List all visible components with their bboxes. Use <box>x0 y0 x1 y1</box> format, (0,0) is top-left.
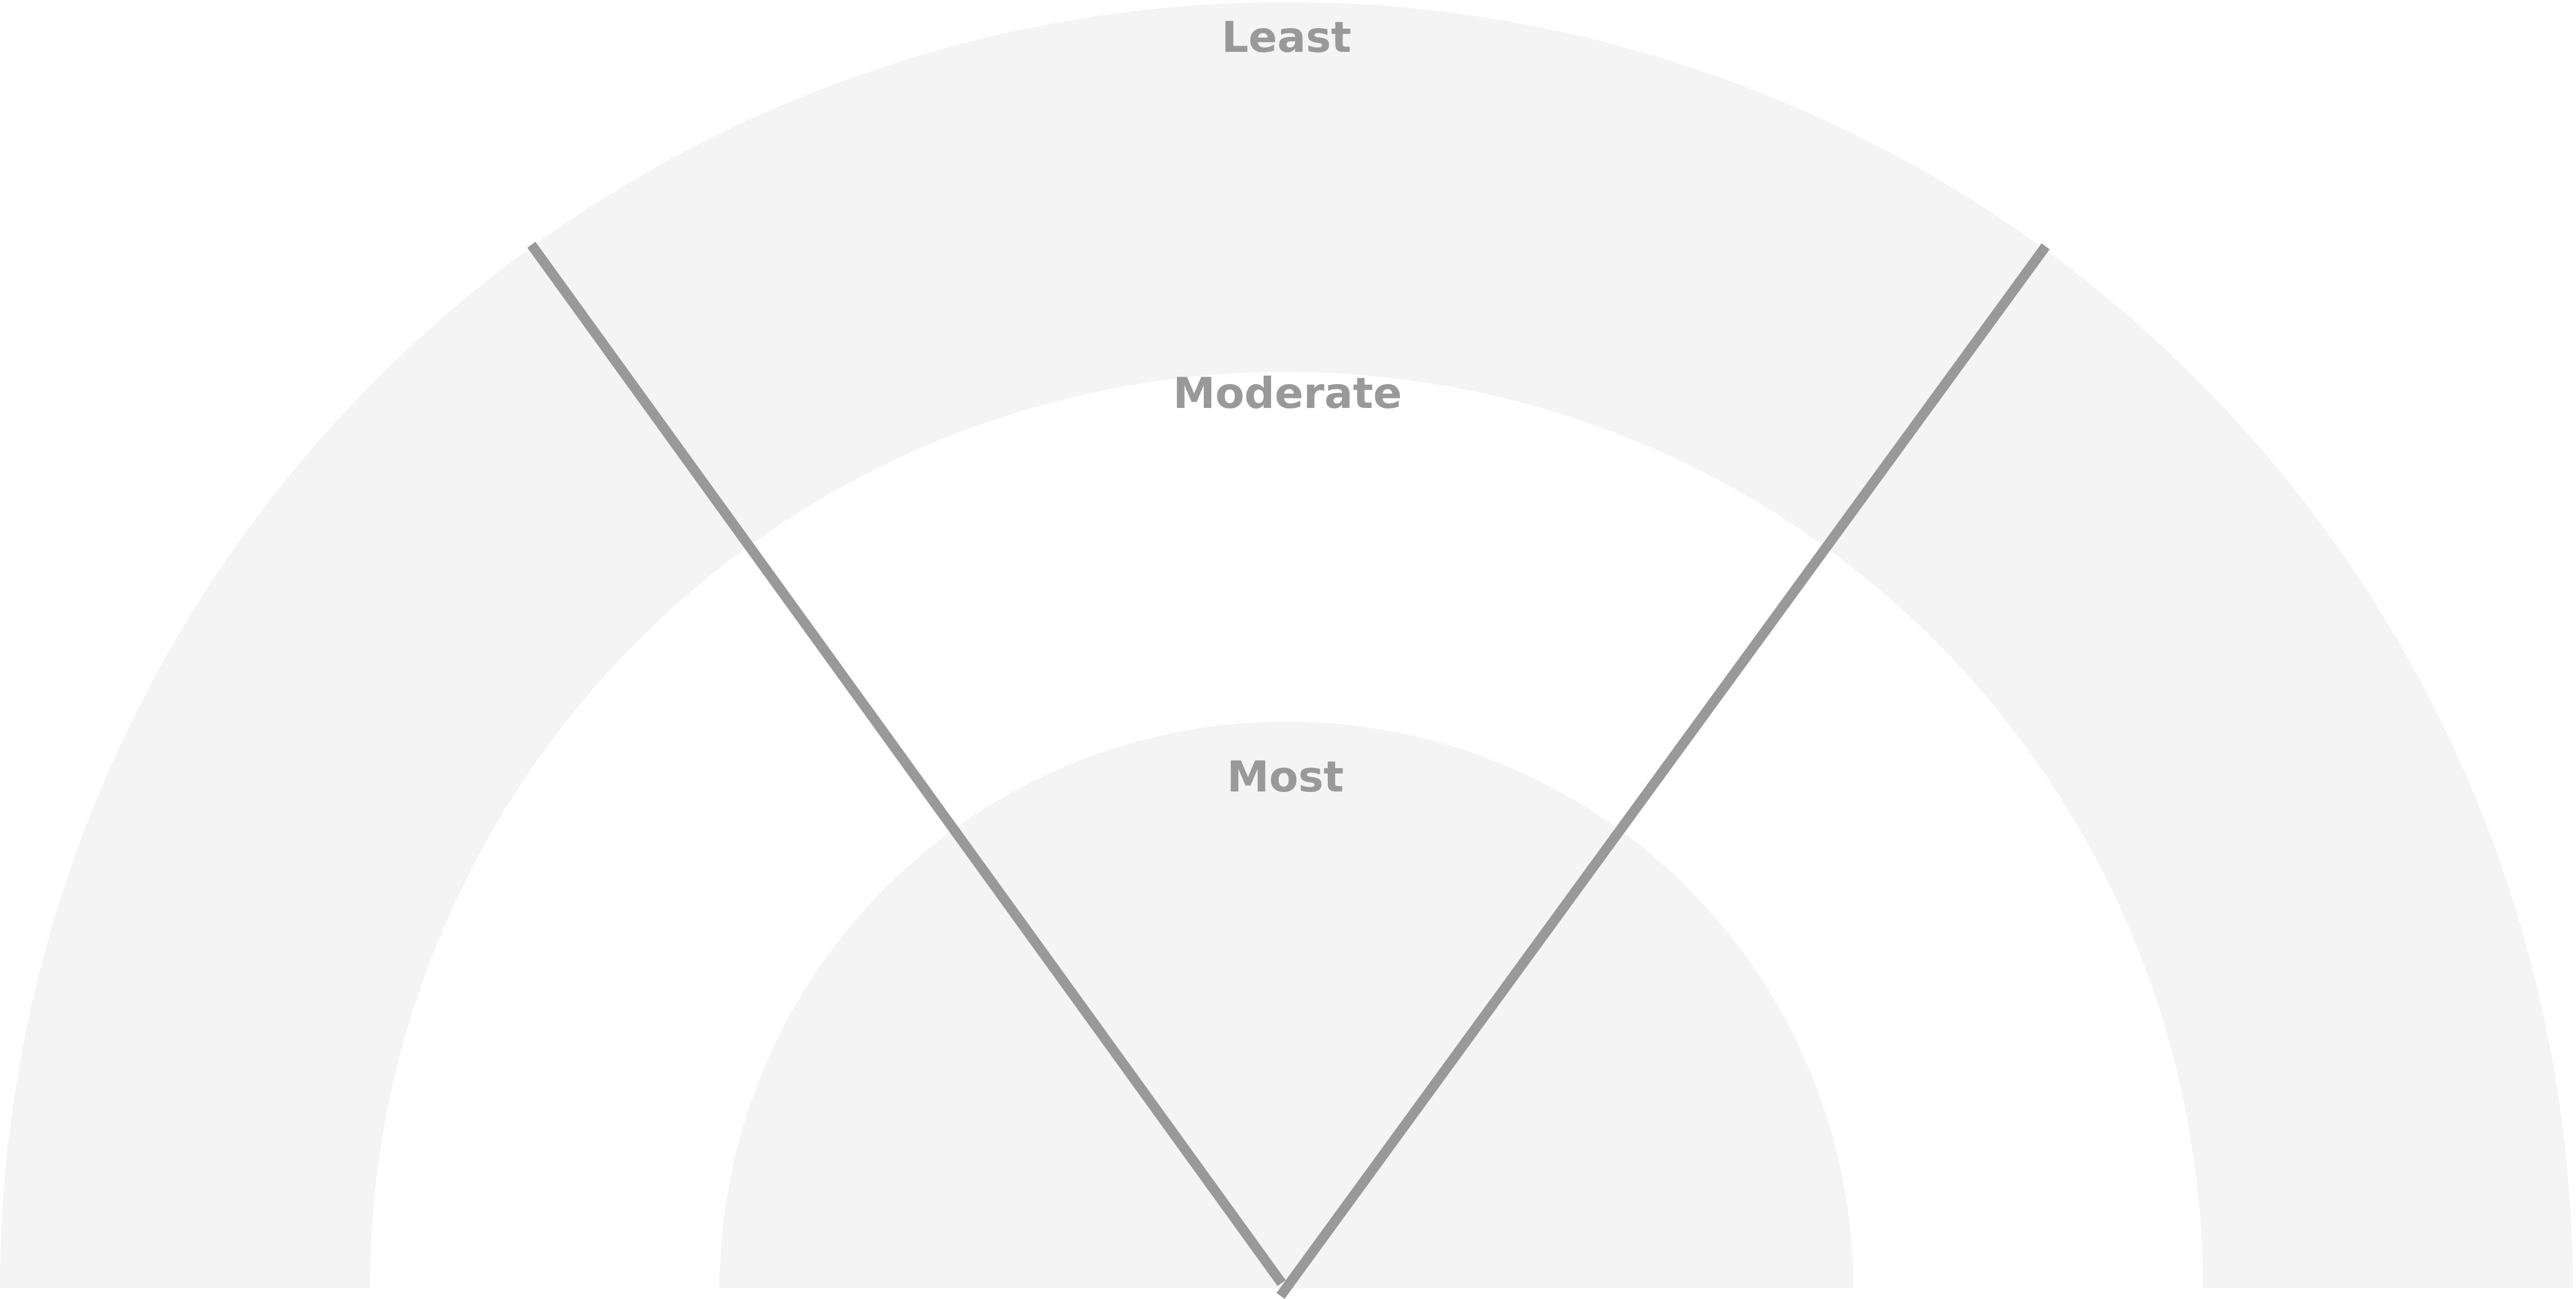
ring-label-moderate: Moderate <box>1173 369 1402 418</box>
ring-label-most: Most <box>1227 752 1344 802</box>
ring-label-least: Least <box>1221 13 1351 62</box>
divider-line-left <box>527 242 1286 1286</box>
divider-line-right <box>1276 243 2050 1299</box>
ring-most <box>719 722 1853 1288</box>
